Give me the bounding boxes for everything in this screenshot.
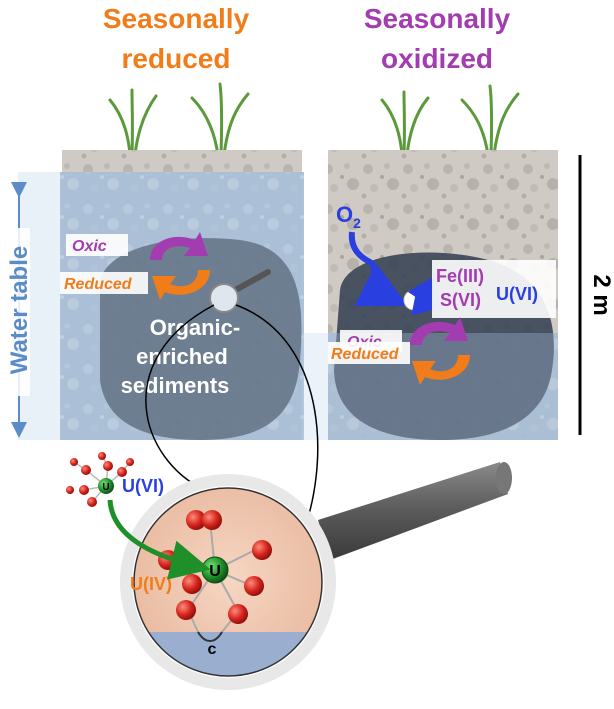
water-table-band: [18, 172, 304, 440]
uranium-atom-small-label: U: [102, 482, 109, 493]
s-vi-label: S(VI): [440, 290, 481, 310]
carbon-bond: [197, 631, 223, 642]
uranium-atom-small: [98, 478, 114, 494]
title-left-line2: reduced: [122, 43, 231, 74]
plant-left-icon: [108, 82, 250, 157]
mini-magnifier-lens: [209, 283, 239, 313]
title-right-line2: oxidized: [381, 43, 493, 74]
left-oxic-label: Oxic: [72, 238, 107, 255]
plant-right-icon: [380, 84, 520, 157]
u-vi-label: U(VI): [122, 476, 164, 496]
left-reduced-label: Reduced: [64, 276, 133, 293]
right-redox-cycle-icon: [410, 317, 470, 385]
sediment-label-line1: Organic-: [150, 315, 240, 340]
carbon-label: c: [208, 641, 217, 658]
mini-magnifier-handle: [229, 269, 271, 295]
magnifier-handle-icon: [318, 462, 512, 560]
sediment-label-line2: enriched: [136, 344, 228, 369]
left-sediment-lens: [99, 238, 302, 440]
uranyl-oxygens: [66, 452, 134, 507]
left-soil-block: [60, 150, 304, 440]
u-iv-label: U(IV): [130, 574, 172, 594]
left-redox-cycle-icon: [150, 232, 210, 300]
right-reduced-label: Reduced: [331, 346, 400, 363]
u-vi-right-label: U(VI): [496, 284, 538, 304]
title-left-line1: Seasonally: [103, 3, 250, 34]
title-right-line1: Seasonally: [364, 3, 511, 34]
uranium-atom-large-label: U: [209, 563, 221, 580]
oxidation-site-icon: [403, 289, 425, 311]
fe-iii-label: Fe(III): [436, 266, 484, 286]
o2-arrow: [348, 231, 409, 307]
o2-label: O2: [336, 202, 361, 231]
magnifier-lens: [120, 474, 336, 690]
zoom-line-left: [145, 304, 215, 491]
reduction-arrow: [107, 499, 211, 580]
scale-label: 2 m: [588, 274, 614, 315]
zoom-line-right: [235, 304, 319, 541]
water-table-label: Water table: [6, 246, 33, 374]
sediment-label-line3: sediments: [121, 373, 230, 398]
